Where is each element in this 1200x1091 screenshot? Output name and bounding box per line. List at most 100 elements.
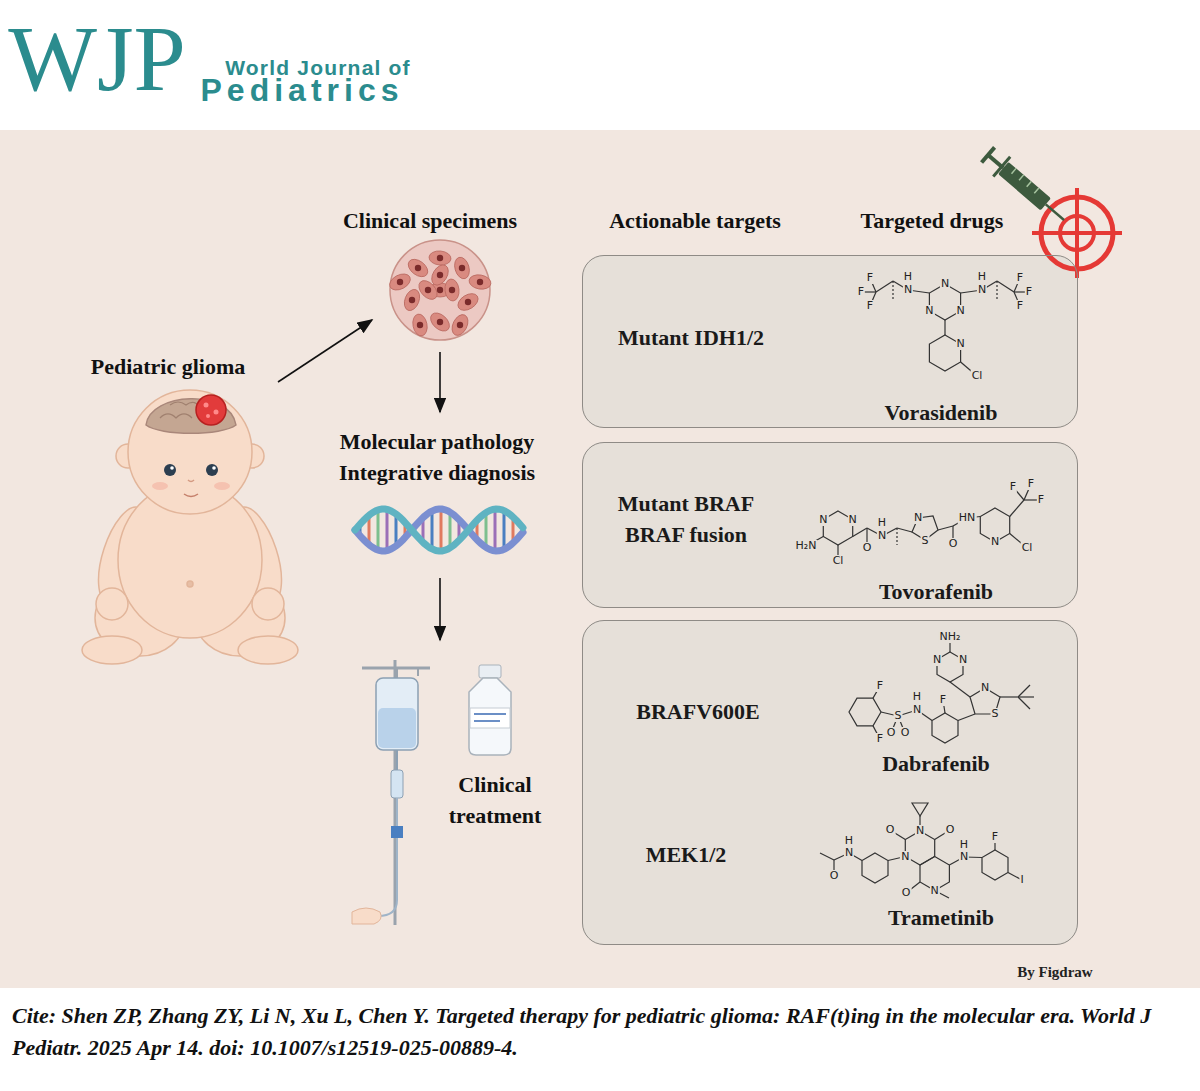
cell-nucleus xyxy=(425,287,431,293)
bond xyxy=(897,528,912,532)
bond xyxy=(892,281,893,300)
cell-nucleus xyxy=(409,297,415,303)
box-fill xyxy=(582,255,1078,428)
base-pair xyxy=(449,512,452,548)
cell xyxy=(444,278,460,301)
atom-label: O xyxy=(862,542,873,554)
drug-name: Trametinib xyxy=(888,902,994,933)
atom-label: F xyxy=(1016,272,1024,284)
cell-nucleus xyxy=(465,299,471,305)
atom-label: F xyxy=(1025,286,1033,298)
box-fill xyxy=(582,620,1078,945)
base-pair xyxy=(386,509,389,550)
bond xyxy=(938,526,953,530)
bond xyxy=(1000,696,1018,697)
target-box: BRAFV600EDabrafenibMEK1/2Trametinib xyxy=(582,620,1078,945)
atom-label: Cl xyxy=(832,555,845,567)
atom-label: N xyxy=(932,654,942,666)
atom-label: F xyxy=(876,680,884,692)
box-fills xyxy=(582,255,1078,945)
column-heading: Clinical specimens xyxy=(343,205,517,236)
atom-label: H xyxy=(977,271,987,283)
citation: Cite: Shen ZP, Zhang ZY, Li N, Xu L, Che… xyxy=(12,1000,1188,1064)
atom-label: N xyxy=(848,514,858,526)
base-pair xyxy=(440,509,443,551)
atom-label: N xyxy=(903,284,913,296)
cell xyxy=(427,309,453,334)
atom-label: N xyxy=(990,536,1000,548)
atom-label: O xyxy=(886,727,897,739)
base-pair xyxy=(485,513,488,548)
atom-label: F xyxy=(939,694,947,706)
atom-label: N xyxy=(877,530,887,542)
target-box: Mutant IDH1/2Vorasidenib xyxy=(582,255,1078,428)
atom-label: O xyxy=(945,824,956,836)
atom-label: N xyxy=(940,278,950,290)
atom-label: N xyxy=(977,284,987,296)
atom-label: O xyxy=(901,887,912,899)
bond xyxy=(820,853,834,860)
cell xyxy=(428,250,451,266)
atom-label: H xyxy=(844,835,854,847)
drug-name: Tovorafenib xyxy=(879,576,993,607)
bond xyxy=(1018,697,1030,709)
ring xyxy=(849,698,881,726)
atom-label: N xyxy=(958,654,968,666)
box-fill xyxy=(582,442,1078,608)
bond xyxy=(1018,696,1034,697)
column-heading: Actionable targets xyxy=(609,205,781,236)
atom-label: HN xyxy=(958,512,977,524)
atom-label: O xyxy=(900,727,911,739)
atom-label: S xyxy=(921,535,930,547)
atom-label: F xyxy=(857,286,865,298)
atom-label: F xyxy=(1016,300,1024,312)
atom-label: N xyxy=(912,704,922,716)
atom-label: N xyxy=(930,885,940,897)
journal-logo: WJP xyxy=(8,8,186,108)
bond xyxy=(950,682,970,697)
atom-label: N xyxy=(844,847,854,859)
credit-note: By Figdraw xyxy=(1017,963,1092,981)
bond xyxy=(944,320,945,335)
drug-name: Dabrafenib xyxy=(882,748,990,779)
stage-label: Clinical treatment xyxy=(436,769,554,831)
base-pair xyxy=(494,509,497,551)
bond xyxy=(876,281,893,292)
atom-label: H₂N xyxy=(795,540,818,552)
cell-nucleus xyxy=(459,265,465,271)
ring xyxy=(982,850,1008,880)
atom-label: N xyxy=(955,338,965,350)
cell-nucleus xyxy=(437,255,443,261)
base-pair xyxy=(431,511,434,549)
cell-nucleus xyxy=(437,287,443,293)
column-heading: Targeted drugs xyxy=(861,205,1004,236)
atom-label: NH₂ xyxy=(939,631,962,643)
cell-nucleus xyxy=(457,322,463,328)
base-pair xyxy=(377,510,380,550)
cell-nucleus xyxy=(397,279,403,285)
cell-nucleus xyxy=(449,287,455,293)
dna-strand xyxy=(355,509,523,551)
atom-label: N xyxy=(913,512,923,524)
atom-label: F xyxy=(876,733,884,745)
atom-label: F xyxy=(1037,494,1045,506)
atom-label: Cl xyxy=(1021,542,1034,554)
atom-label: N xyxy=(924,305,934,317)
bond xyxy=(896,528,897,545)
atom-label: S xyxy=(894,710,903,722)
atom-label: F xyxy=(1027,478,1035,490)
drug-name: Vorasidenib xyxy=(885,397,998,428)
atom-label: H xyxy=(903,271,913,283)
atom-label: S xyxy=(991,708,1000,720)
panel-ground xyxy=(0,130,1200,988)
atom-label: N xyxy=(955,305,965,317)
atom-label: H xyxy=(912,691,922,703)
cell-nucleus xyxy=(437,272,443,278)
bond xyxy=(1010,500,1024,517)
atom-label: Cl xyxy=(971,370,984,382)
ring xyxy=(932,713,958,743)
target-name: BRAFV600E xyxy=(636,696,759,727)
atom-label: O xyxy=(948,538,959,550)
atom-label: F xyxy=(991,831,999,843)
atom-label: F xyxy=(1009,481,1017,493)
